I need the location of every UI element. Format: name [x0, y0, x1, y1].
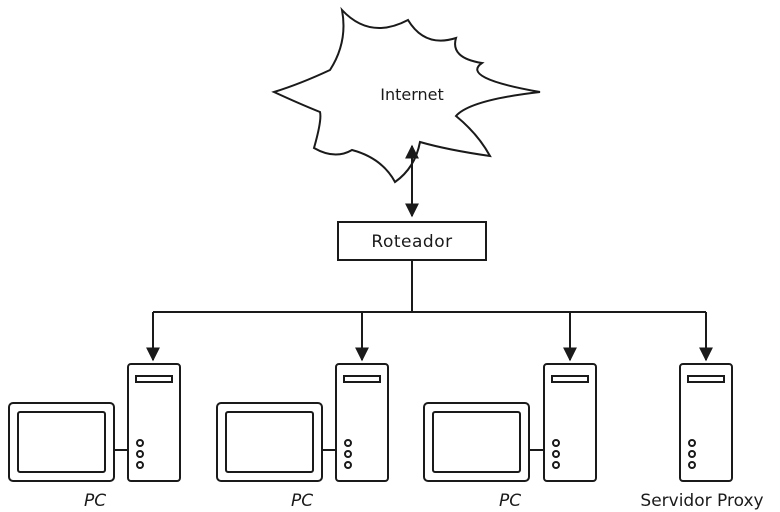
pc1-node: PC [8, 363, 181, 511]
pc2-label: PC [291, 491, 313, 511]
tower-icon [543, 363, 597, 482]
pc2-node: PC [216, 363, 389, 511]
tower-icon [335, 363, 389, 482]
internet-node: Internet [271, 6, 541, 184]
router-label: Roteador [371, 232, 452, 252]
router-box [337, 221, 487, 261]
internet-cloud-shape [271, 6, 541, 184]
proxy-label: Servidor Proxy [640, 491, 763, 511]
network-bus [146, 260, 713, 362]
proxy-node: Servidor Proxy [640, 363, 764, 511]
pc3-node: PC [423, 363, 597, 511]
tower-icon [127, 363, 181, 482]
monitor-icon [423, 402, 530, 482]
monitor-icon [216, 402, 323, 482]
internet-label: Internet [380, 85, 444, 104]
pc1-label: PC [84, 491, 106, 511]
monitor-icon [8, 402, 115, 482]
router-node: Roteador [337, 221, 487, 261]
pc3-label: PC [499, 491, 521, 511]
server-icon [679, 363, 733, 482]
